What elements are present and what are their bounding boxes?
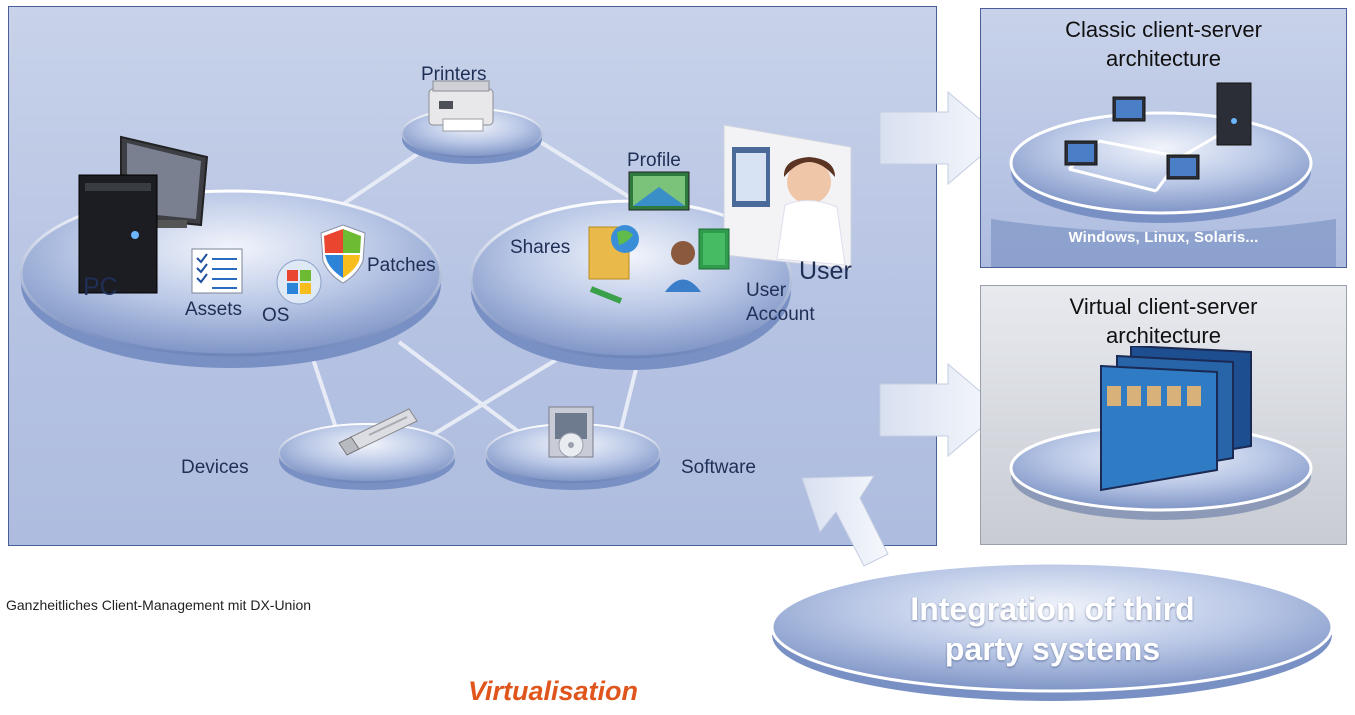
user-account-icon [665,228,730,292]
usb-stick-icon [338,408,418,456]
pc-label: PC [83,273,118,301]
shield-icon [320,224,366,284]
virtualisation-heading: Virtualisation [468,676,639,706]
devices-disc [278,423,456,490]
classic-title-line1: Classic client-server [1065,17,1262,42]
printers-label: Printers [421,64,487,85]
classic-architecture-panel: Classic client-server architecture Windo… [980,8,1347,268]
classic-title-line2: architecture [1106,46,1221,71]
user-label: User [799,257,852,285]
arrow-up-left-icon [801,475,889,567]
devices-label: Devices [181,457,249,478]
software-box-icon [548,406,594,458]
integration-line2: party systems [944,631,1161,667]
printer-icon [428,80,494,132]
virtual-title: Virtual client-server architecture [981,292,1346,350]
user-account-line2: Account [746,304,815,325]
integration-line1: Integration of third [910,591,1195,627]
main-diagram-panel: PC Assets OS Patches Printers Profile Sh… [8,6,937,546]
user-account-label: User Account [746,279,815,327]
arrow-right-icon [879,90,1003,186]
user-account-line1: User [746,280,787,301]
arrow-right-icon [879,362,1003,458]
profile-label: Profile [627,150,681,171]
shares-label: Shares [510,237,571,258]
virtual-title-line2: architecture [1106,323,1221,348]
classic-network-graphic [991,82,1336,267]
virtual-title-line1: Virtual client-server [1069,294,1258,319]
integration-disc [770,561,1334,701]
windows-logo-icon [276,259,322,305]
profile-icon [628,171,690,211]
assets-label: Assets [185,299,243,320]
pc-icon [78,135,209,294]
shares-folder-icon [588,225,639,304]
assets-icon [191,248,243,294]
patches-label: Patches [367,255,436,276]
main-diagram-graphics [19,80,852,490]
user-photo [723,124,852,270]
os-label: OS [262,305,290,326]
classic-platforms: Windows, Linux, Solaris... [1068,229,1259,246]
integration-label: Integration of third party systems [770,560,1335,698]
software-label: Software [681,457,756,478]
classic-title: Classic client-server architecture [981,15,1346,73]
virtual-architecture-panel: Virtual client-server architecture [980,285,1347,545]
virtual-screens-graphic [1009,346,1313,520]
figure-caption: Ganzheitliches Client-Management mit DX-… [6,597,312,613]
